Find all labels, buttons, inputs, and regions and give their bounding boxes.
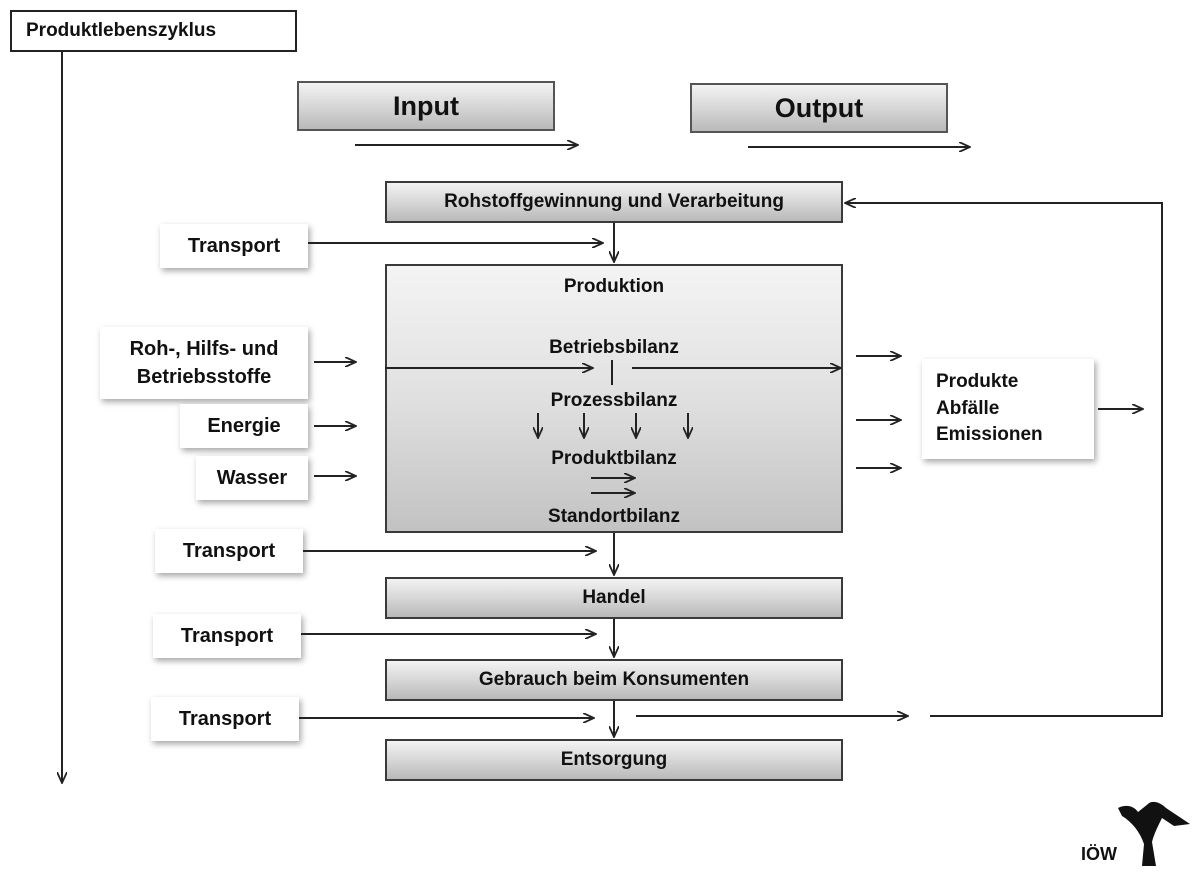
- iow-logo-text: IÖW: [1081, 844, 1117, 864]
- output-products: Produkte: [936, 371, 1019, 393]
- stage-raw-materials: Rohstoffgewinnung und Verarbeitung: [385, 181, 843, 223]
- balance-betrieb: Betriebsbilanz: [549, 337, 679, 358]
- raw-aux-materials-line1: Roh-, Hilfs- und: [129, 338, 279, 360]
- balance-standort: Standortbilanz: [548, 506, 680, 527]
- stage-entsorgung: Entsorgung: [385, 739, 843, 781]
- stage-gebrauch-label: Gebrauch beim Konsumenten: [478, 669, 750, 690]
- transport-box-1: Transport: [160, 224, 308, 268]
- balance-prozess: Prozessbilanz: [550, 390, 678, 411]
- lifecycle-label-box: Produktlebenszyklus: [10, 10, 297, 52]
- recycling-loop: [845, 203, 1163, 717]
- transport-label-2: Transport: [182, 540, 276, 562]
- balance-produkt: Produktbilanz: [551, 448, 677, 469]
- transport-label-3: Transport: [180, 625, 274, 647]
- stage-raw-materials-label: Rohstoffgewinnung und Verarbeitung: [444, 191, 784, 212]
- production-box: [385, 264, 843, 533]
- energy-box: Energie: [180, 404, 308, 448]
- transport-box-2: Transport: [155, 529, 303, 573]
- energy-label: Energie: [207, 415, 281, 437]
- output-header-label: Output: [774, 92, 864, 123]
- output-waste: Abfälle: [936, 397, 1000, 419]
- transport-box-4: Transport: [151, 697, 299, 741]
- bird-icon: [1118, 801, 1190, 866]
- lifecycle-label: Produktlebenszyklus: [26, 20, 217, 41]
- production-title: Produktion: [563, 276, 665, 297]
- water-box: Wasser: [196, 456, 308, 500]
- transport-label-1: Transport: [187, 235, 281, 257]
- input-header-label: Input: [393, 90, 459, 121]
- input-header: Input: [297, 81, 555, 131]
- stage-handel-label: Handel: [582, 587, 646, 608]
- water-label: Wasser: [216, 467, 288, 489]
- transport-box-3: Transport: [153, 614, 301, 658]
- raw-aux-materials-box: Roh-, Hilfs- und Betriebsstoffe: [100, 327, 308, 399]
- stage-handel: Handel: [385, 577, 843, 619]
- output-emissions: Emissionen: [936, 424, 1043, 446]
- output-header: Output: [690, 83, 948, 133]
- transport-label-4: Transport: [178, 708, 272, 730]
- raw-aux-materials-line2: Betriebsstoffe: [136, 366, 272, 388]
- stage-gebrauch: Gebrauch beim Konsumenten: [385, 659, 843, 701]
- iow-logo: IÖW: [1078, 796, 1198, 868]
- outputs-box: Produkte Abfälle Emissionen: [922, 359, 1094, 459]
- stage-entsorgung-label: Entsorgung: [560, 749, 668, 770]
